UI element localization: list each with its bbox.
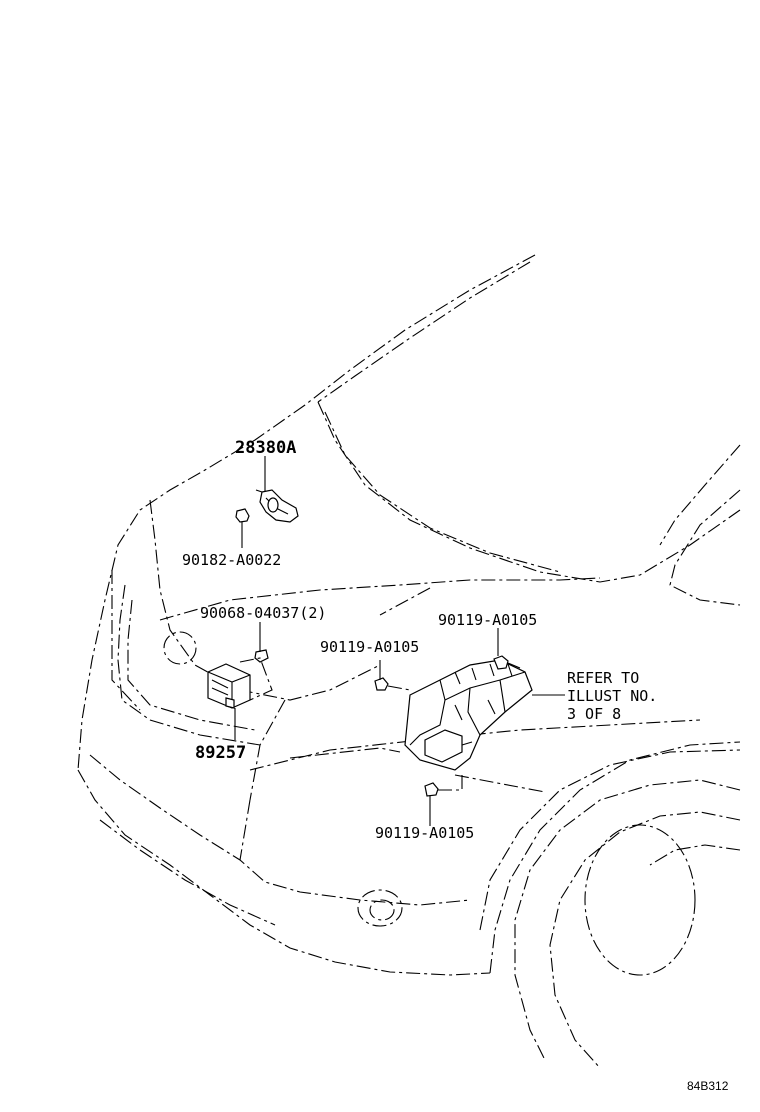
label-refer-line3: 3 OF 8 [567,705,621,723]
label-bracket-bolt-bottom: 90119-A0105 [375,824,474,842]
horn-part[interactable] [255,489,299,523]
label-horn-bolt: 90182-A0022 [182,551,281,569]
relay-unit[interactable] [207,663,251,709]
bracket-bolt-top-icon[interactable] [493,655,509,670]
horn-bolt-icon[interactable] [235,508,250,523]
label-relay: 89257 [195,743,246,763]
label-bracket-bolt-left: 90119-A0105 [320,638,419,656]
label-horn: 28380A [235,438,296,458]
relay-bolt-icon[interactable] [254,649,269,663]
figure-code: 84B312 [687,1079,729,1093]
bracket-bolt-bottom-icon[interactable] [424,782,439,797]
label-relay-bolt: 90068-04037(2) [200,604,326,622]
junction-bracket[interactable] [404,659,533,771]
label-refer-line1: REFER TO [567,669,639,687]
leader-lines [234,456,565,826]
vehicle-outline [77,254,741,1069]
bracket-bolt-left-icon[interactable] [374,677,389,691]
label-refer-line2: ILLUST NO. [567,687,657,705]
label-bracket-bolt-top: 90119-A0105 [438,611,537,629]
